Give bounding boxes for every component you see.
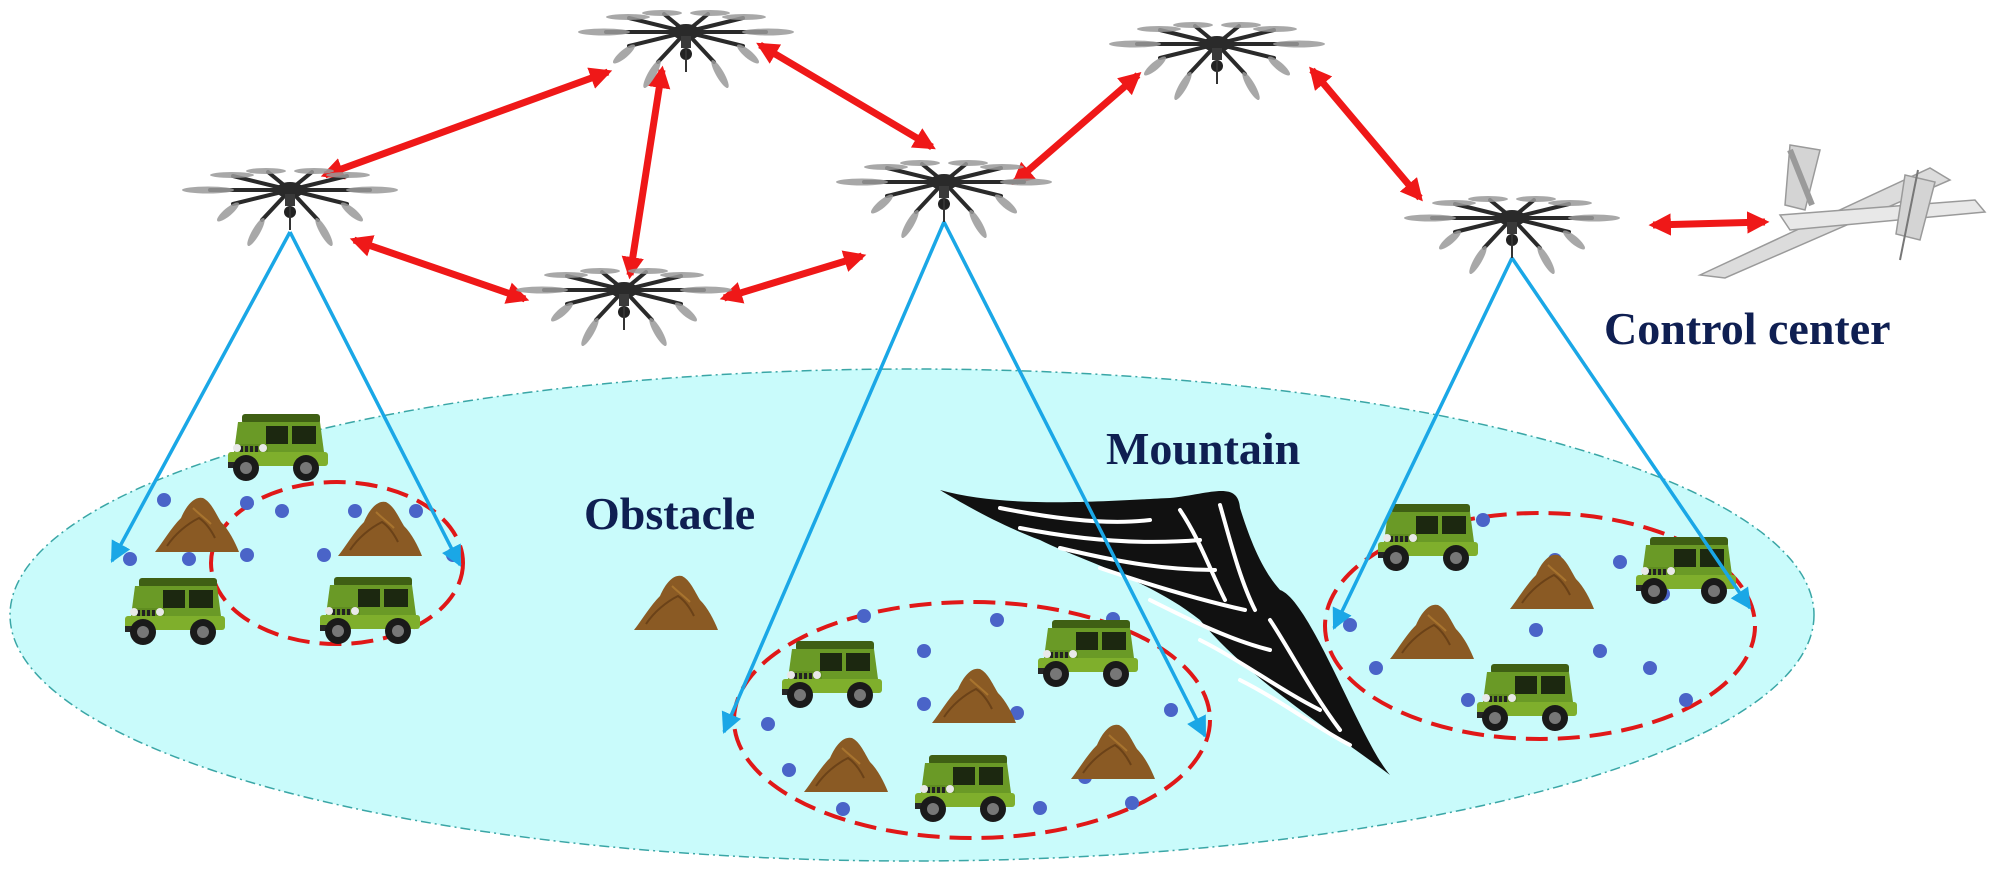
mountain-label: Mountain (1106, 423, 1300, 474)
relay-links (320, 41, 1770, 304)
obstacle-label: Obstacle (584, 488, 755, 539)
drone-icon (514, 266, 734, 350)
drone-icon (180, 166, 400, 250)
cluster-boundary (209, 480, 465, 646)
cluster-center (732, 600, 1212, 840)
control-center-label: Control center (1604, 303, 1891, 354)
cluster-boundary (1323, 511, 1757, 741)
cluster-boundary (732, 600, 1212, 840)
drone-icon (1107, 20, 1327, 104)
drone-icon (834, 158, 1054, 242)
mountain-icon (940, 490, 1390, 775)
sensing-links (110, 221, 1752, 738)
fixed-wing-uav-icon (1697, 144, 1987, 279)
cluster-right (1323, 504, 1757, 741)
drone-icon (1402, 194, 1622, 278)
